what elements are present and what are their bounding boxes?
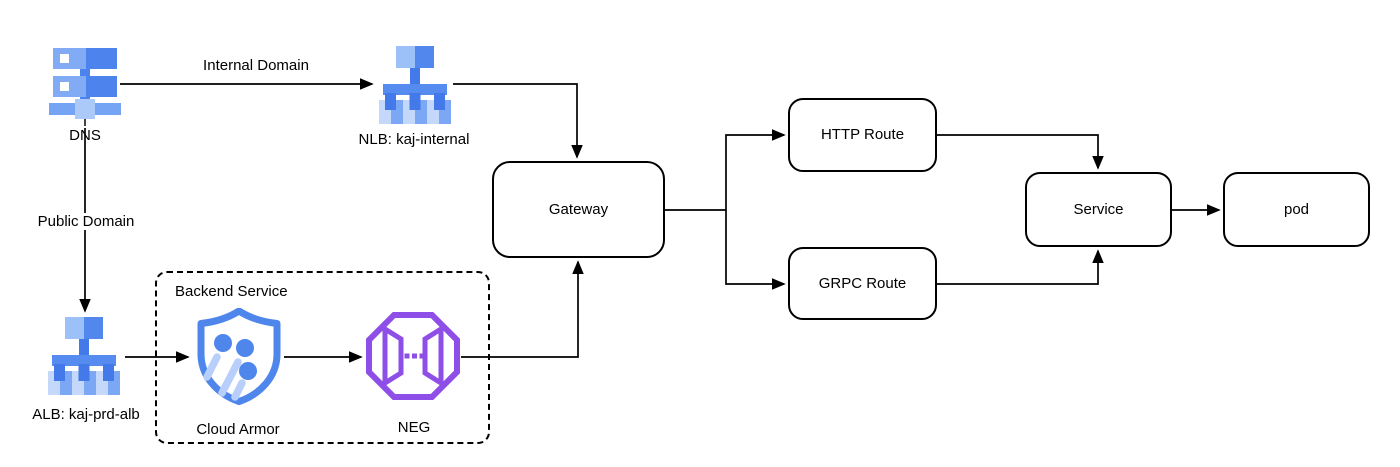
service-node: Service (1025, 172, 1172, 247)
edge-grpc-route-to-service (937, 251, 1098, 285)
neg-label: NEG (397, 419, 431, 436)
http-route-node-label: HTTP Route (820, 126, 905, 143)
dns-icon (47, 46, 123, 127)
neg-octagon-icon (366, 312, 460, 400)
edge-neg-to-gateway (461, 262, 578, 358)
cloud-armor-shield-icon (193, 307, 285, 405)
dns-label: DNS (69, 127, 101, 144)
grpc-route-node-label: GRPC Route (818, 274, 907, 292)
grpc-route-node: GRPC Route (788, 247, 937, 320)
public-domain-edge-label: Public Domain (34, 213, 138, 230)
backend-service-group-label: Backend Service (175, 283, 288, 300)
nlb-load-balancer-icon (375, 44, 455, 126)
gateway-node: Gateway (492, 161, 665, 258)
edge-gateway-to-http-route (725, 135, 784, 210)
nlb-label: NLB: kaj-internal (358, 131, 470, 148)
alb-label: ALB: kaj-prd-alb (32, 406, 140, 423)
cloud-armor-label: Cloud Armor (196, 421, 280, 438)
edge-gateway-to-grpc-route (725, 210, 784, 284)
backend-service-group: Backend Service (155, 271, 490, 444)
pod-node: pod (1223, 172, 1370, 247)
http-route-node: HTTP Route (788, 98, 937, 172)
internal-domain-edge-label: Internal Domain (203, 57, 309, 74)
edge-http-route-to-service (937, 134, 1098, 168)
pod-node-label: pod (1283, 200, 1310, 218)
alb-load-balancer-icon (44, 315, 124, 397)
service-node-label: Service (1073, 200, 1124, 218)
gateway-node-label: Gateway (548, 200, 609, 218)
edge-nlb-to-gateway (453, 83, 577, 157)
